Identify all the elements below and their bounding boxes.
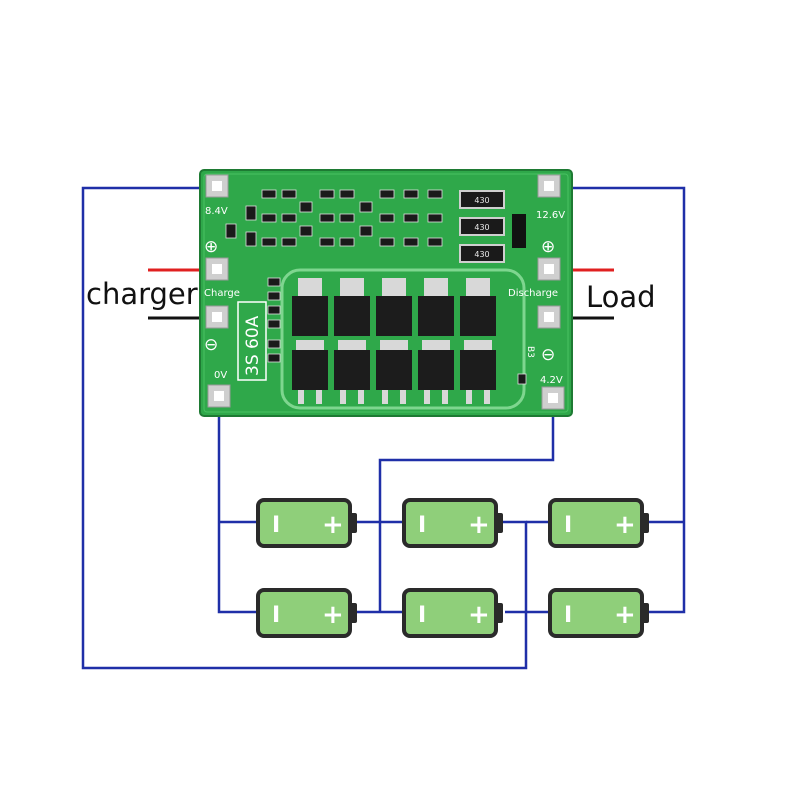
bms-board: 430 430 430 bbox=[199, 169, 573, 417]
battery-pack: I+I+I+I+I+I+ bbox=[256, 498, 649, 638]
pad-b-plus-label: 8.4V bbox=[205, 206, 228, 217]
battery-plus-symbol: + bbox=[468, 510, 490, 540]
pad-charge-minus bbox=[205, 305, 229, 329]
battery-plus-symbol: + bbox=[322, 510, 344, 540]
mosfet-top-row bbox=[292, 296, 496, 336]
battery-minus-symbol: I bbox=[564, 513, 572, 538]
pad-discharge-label: Discharge bbox=[508, 288, 558, 299]
charger-label: charger bbox=[86, 277, 198, 311]
battery-plus-symbol: + bbox=[468, 600, 490, 630]
mosfet-tabs-top bbox=[298, 278, 490, 296]
rating-marking: 3S 60A bbox=[237, 301, 267, 381]
resistor-3-code: 430 bbox=[474, 250, 489, 259]
discharge-minus-symbol: ⊖ bbox=[541, 345, 555, 365]
pad-discharge-minus bbox=[537, 305, 561, 329]
battery-cell: I+ bbox=[402, 498, 503, 548]
battery-plus-symbol: + bbox=[614, 600, 636, 630]
battery-terminal bbox=[350, 603, 357, 623]
battery-terminal bbox=[496, 513, 503, 533]
battery-terminal bbox=[350, 513, 357, 533]
pcb-trace bbox=[280, 268, 526, 410]
pad-b-minus bbox=[207, 384, 231, 408]
resistor-1-code: 430 bbox=[474, 196, 489, 205]
pcb-shadow bbox=[203, 173, 569, 413]
battery-minus-symbol: I bbox=[418, 513, 426, 538]
charge-plus-symbol: ⊕ bbox=[204, 237, 218, 257]
load-label: Load bbox=[586, 280, 656, 314]
wire-p-plus bbox=[550, 186, 686, 614]
rating-label: 3S 60A bbox=[243, 315, 263, 376]
battery-terminal bbox=[642, 603, 649, 623]
pad-p-plus-label: 12.6V bbox=[536, 210, 565, 221]
battery-cell: I+ bbox=[256, 588, 357, 638]
pad-b-plus bbox=[205, 174, 229, 198]
battery-plus-symbol: + bbox=[614, 510, 636, 540]
smd-small-left bbox=[267, 277, 527, 385]
silk-code: B3 bbox=[525, 346, 535, 358]
wire-mid-tap bbox=[378, 402, 555, 612]
battery-minus-symbol: I bbox=[272, 603, 280, 628]
wire-g2-g3-row1 bbox=[500, 520, 550, 614]
pad-charge-plus bbox=[205, 257, 229, 281]
battery-terminal bbox=[496, 603, 503, 623]
battery-minus-symbol: I bbox=[418, 603, 426, 628]
battery-plus-symbol: + bbox=[322, 600, 344, 630]
resistor-2-code: 430 bbox=[474, 223, 489, 232]
current-sense-resistors: 430 430 430 bbox=[459, 190, 505, 263]
wire-b-plus bbox=[81, 186, 528, 670]
pad-charge-label: Charge bbox=[204, 288, 240, 299]
wire-b-minus bbox=[217, 402, 258, 614]
charge-minus-symbol: ⊖ bbox=[204, 335, 218, 355]
resistor-2 bbox=[459, 217, 505, 236]
pad-discharge-plus bbox=[537, 257, 561, 281]
pad-mid-tap bbox=[541, 386, 565, 410]
battery-terminal bbox=[642, 513, 649, 533]
battery-cell: I+ bbox=[256, 498, 357, 548]
wires bbox=[81, 186, 686, 670]
resistor-1 bbox=[459, 190, 505, 209]
mosfet-bottom-row bbox=[292, 350, 496, 390]
battery-cell: I+ bbox=[548, 588, 649, 638]
battery-minus-symbol: I bbox=[272, 513, 280, 538]
pad-p-plus bbox=[537, 174, 561, 198]
battery-cell: I+ bbox=[548, 498, 649, 548]
resistor-3 bbox=[459, 244, 505, 263]
mosfet-tabs-bottom bbox=[296, 340, 492, 404]
pad-mid-label: 4.2V bbox=[540, 375, 563, 386]
smd-components bbox=[225, 189, 443, 247]
discharge-plus-symbol: ⊕ bbox=[541, 237, 555, 257]
battery-cell: I+ bbox=[402, 588, 503, 638]
mosfets bbox=[292, 278, 496, 404]
ic-chip bbox=[512, 214, 526, 248]
battery-minus-symbol: I bbox=[564, 603, 572, 628]
pad-b-minus-label: 0V bbox=[214, 370, 227, 381]
